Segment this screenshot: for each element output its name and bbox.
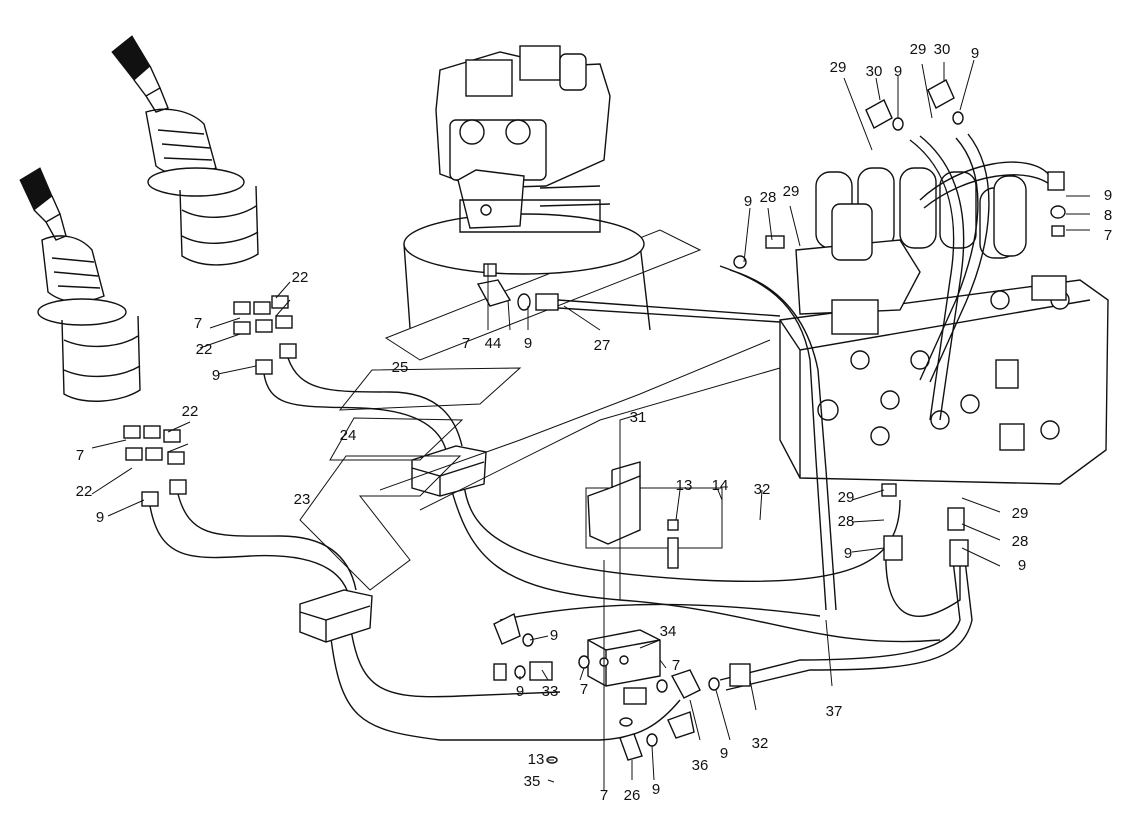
callout-9-h: 9 [843,545,853,562]
callout-27: 27 [593,337,611,354]
callout-30-b: 30 [933,41,951,58]
callout-26: 26 [623,787,641,804]
left-joystick-lower [19,167,141,402]
callout-24: 24 [339,427,357,444]
callout-31: 31 [629,409,647,426]
callout-22-b: 22 [195,341,213,358]
pilot-hoses-left [149,357,941,741]
callout-9-d: 9 [743,193,753,210]
callout-34: 34 [659,623,677,640]
callout-28-c: 28 [1011,533,1029,550]
valve-fittings [733,79,1066,567]
callout-30-a: 30 [865,63,883,80]
left-joystick-upper [111,35,259,266]
callout-32-a: 32 [753,481,771,498]
callout-29-e: 29 [1011,505,1029,522]
callout-44: 44 [484,335,502,352]
callout-9-e: 9 [523,335,533,352]
callout-7-c: 7 [193,315,203,332]
callout-22-a: 22 [291,269,309,286]
callout-22-c: 22 [181,403,199,420]
callout-9-i: 9 [1017,557,1027,574]
manifold-plates [299,445,487,643]
valve-hoses [719,133,1055,691]
callout-29-d: 29 [837,489,855,506]
joystick-fittings [123,295,297,507]
callout-7-b: 7 [461,335,471,352]
callout-9-m: 9 [651,781,661,798]
callout-9-k: 9 [515,683,525,700]
callout-13-a: 13 [675,477,693,494]
callout-25: 25 [391,359,409,376]
callout-29-b: 29 [909,41,927,58]
callout-28-a: 28 [759,189,777,206]
block-assembly [493,560,751,790]
bracket-assembly [587,461,679,569]
callout-9-c: 9 [1103,187,1113,204]
callout-28-b: 28 [837,513,855,530]
callout-36: 36 [691,757,709,774]
callout-9-b: 9 [970,45,980,62]
callout-7-f: 7 [579,681,589,698]
callout-23: 23 [293,491,311,508]
callout-35: 35 [523,773,541,790]
main-control-valve [779,167,1109,485]
callout-7-e: 7 [671,657,681,674]
callout-13-b: 13 [527,751,545,768]
swing-motor [403,45,651,331]
callout-9-j: 9 [549,627,559,644]
callout-9-l: 9 [719,745,729,762]
callout-37: 37 [825,703,843,720]
callout-7-g: 7 [599,787,609,804]
callout-14: 14 [711,477,729,494]
leader-lines [91,59,1090,783]
callout-8-a: 8 [1103,207,1113,224]
callout-29-a: 29 [829,59,847,76]
callout-32-b: 32 [751,735,769,752]
motor-fittings [476,263,781,323]
callout-9-f: 9 [211,367,221,384]
callout-29-c: 29 [782,183,800,200]
callout-33: 33 [541,683,559,700]
label-outlines [299,229,781,591]
callout-9-g: 9 [95,509,105,526]
callout-9-a: 9 [893,63,903,80]
callout-22-d: 22 [75,483,93,500]
callout-7-d: 7 [75,447,85,464]
callout-7-a: 7 [1103,227,1113,244]
